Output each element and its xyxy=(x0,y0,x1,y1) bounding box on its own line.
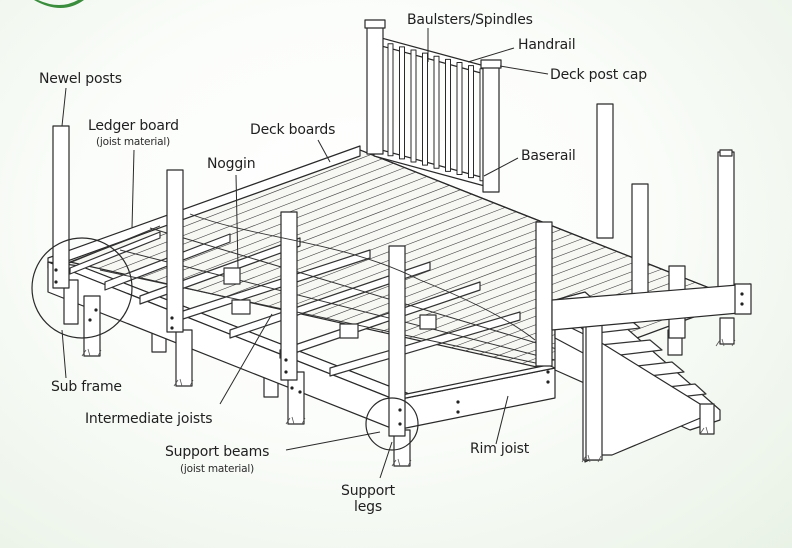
newel-post xyxy=(631,183,649,303)
newel-post xyxy=(52,125,70,289)
label-sub-frame: Sub frame xyxy=(51,379,122,395)
label-ledger-board: Ledger board xyxy=(88,118,179,134)
baluster xyxy=(433,55,440,169)
newel-post xyxy=(280,211,298,381)
deck-post-cap xyxy=(480,59,502,69)
newel-post xyxy=(166,169,184,333)
support-leg xyxy=(175,329,193,387)
newel-post-rail-left xyxy=(366,23,384,155)
sub-frame-callout xyxy=(31,237,133,339)
deck-board-line xyxy=(225,198,484,298)
deck-board-line xyxy=(211,193,472,295)
bolts xyxy=(54,268,744,426)
label-support-legs-line2: legs xyxy=(354,499,382,515)
label-support-beams: Support beams xyxy=(165,444,270,460)
stair-leg xyxy=(699,403,715,435)
leader-lines xyxy=(61,28,549,479)
label-ledger-note: (joist material) xyxy=(96,136,171,148)
newel-post xyxy=(717,151,735,293)
grass xyxy=(81,338,736,467)
label-deck-post-cap: Deck post cap xyxy=(550,67,647,83)
intermediate-joists xyxy=(69,231,521,377)
deck-post-cap xyxy=(364,19,386,29)
baluster xyxy=(387,43,394,157)
newel-post xyxy=(596,103,614,239)
newel-post xyxy=(388,245,406,437)
label-noggin: Noggin xyxy=(207,156,256,172)
support-leg xyxy=(63,279,79,325)
support-leg xyxy=(719,317,735,345)
label-handrail: Handrail xyxy=(518,37,576,53)
deck-board-line xyxy=(98,158,383,269)
label-newel-posts: Newel posts xyxy=(39,71,122,87)
label-deck-boards: Deck boards xyxy=(250,122,336,138)
baluster xyxy=(422,52,428,166)
deck-board-line xyxy=(380,246,606,333)
noggins xyxy=(223,267,437,339)
newel-post xyxy=(535,221,553,367)
deck-board-line xyxy=(408,255,629,339)
baluster xyxy=(410,49,417,163)
heading-fragment xyxy=(34,0,84,8)
baluster xyxy=(468,65,474,179)
deck-board-line xyxy=(112,162,394,272)
deck-board-line xyxy=(338,233,573,323)
deck-board-line xyxy=(140,171,416,279)
label-support-beams-note: (joist material) xyxy=(180,463,255,475)
label-balusters: Baulsters/Spindles xyxy=(407,12,533,28)
deck-board-line xyxy=(168,180,439,285)
support-beams-callout xyxy=(365,397,419,451)
deck-board-line xyxy=(196,189,461,291)
label-intermediate-joists: Intermediate joists xyxy=(85,411,213,427)
support-leg xyxy=(83,295,101,357)
deck-post-cap xyxy=(719,149,733,157)
deck-board-line xyxy=(324,229,562,320)
rim-joist xyxy=(395,367,556,431)
label-baserail: Baserail xyxy=(521,148,576,164)
baluster xyxy=(445,58,451,172)
deck-board-line xyxy=(422,260,640,342)
label-rim-joist: Rim joist xyxy=(470,441,530,457)
side-post xyxy=(734,283,752,315)
baluster xyxy=(456,62,463,176)
baluster xyxy=(399,46,405,160)
label-support-legs: Support legs xyxy=(338,483,398,515)
deck-curve xyxy=(189,213,536,341)
label-support-legs-line1: Support xyxy=(341,483,395,499)
